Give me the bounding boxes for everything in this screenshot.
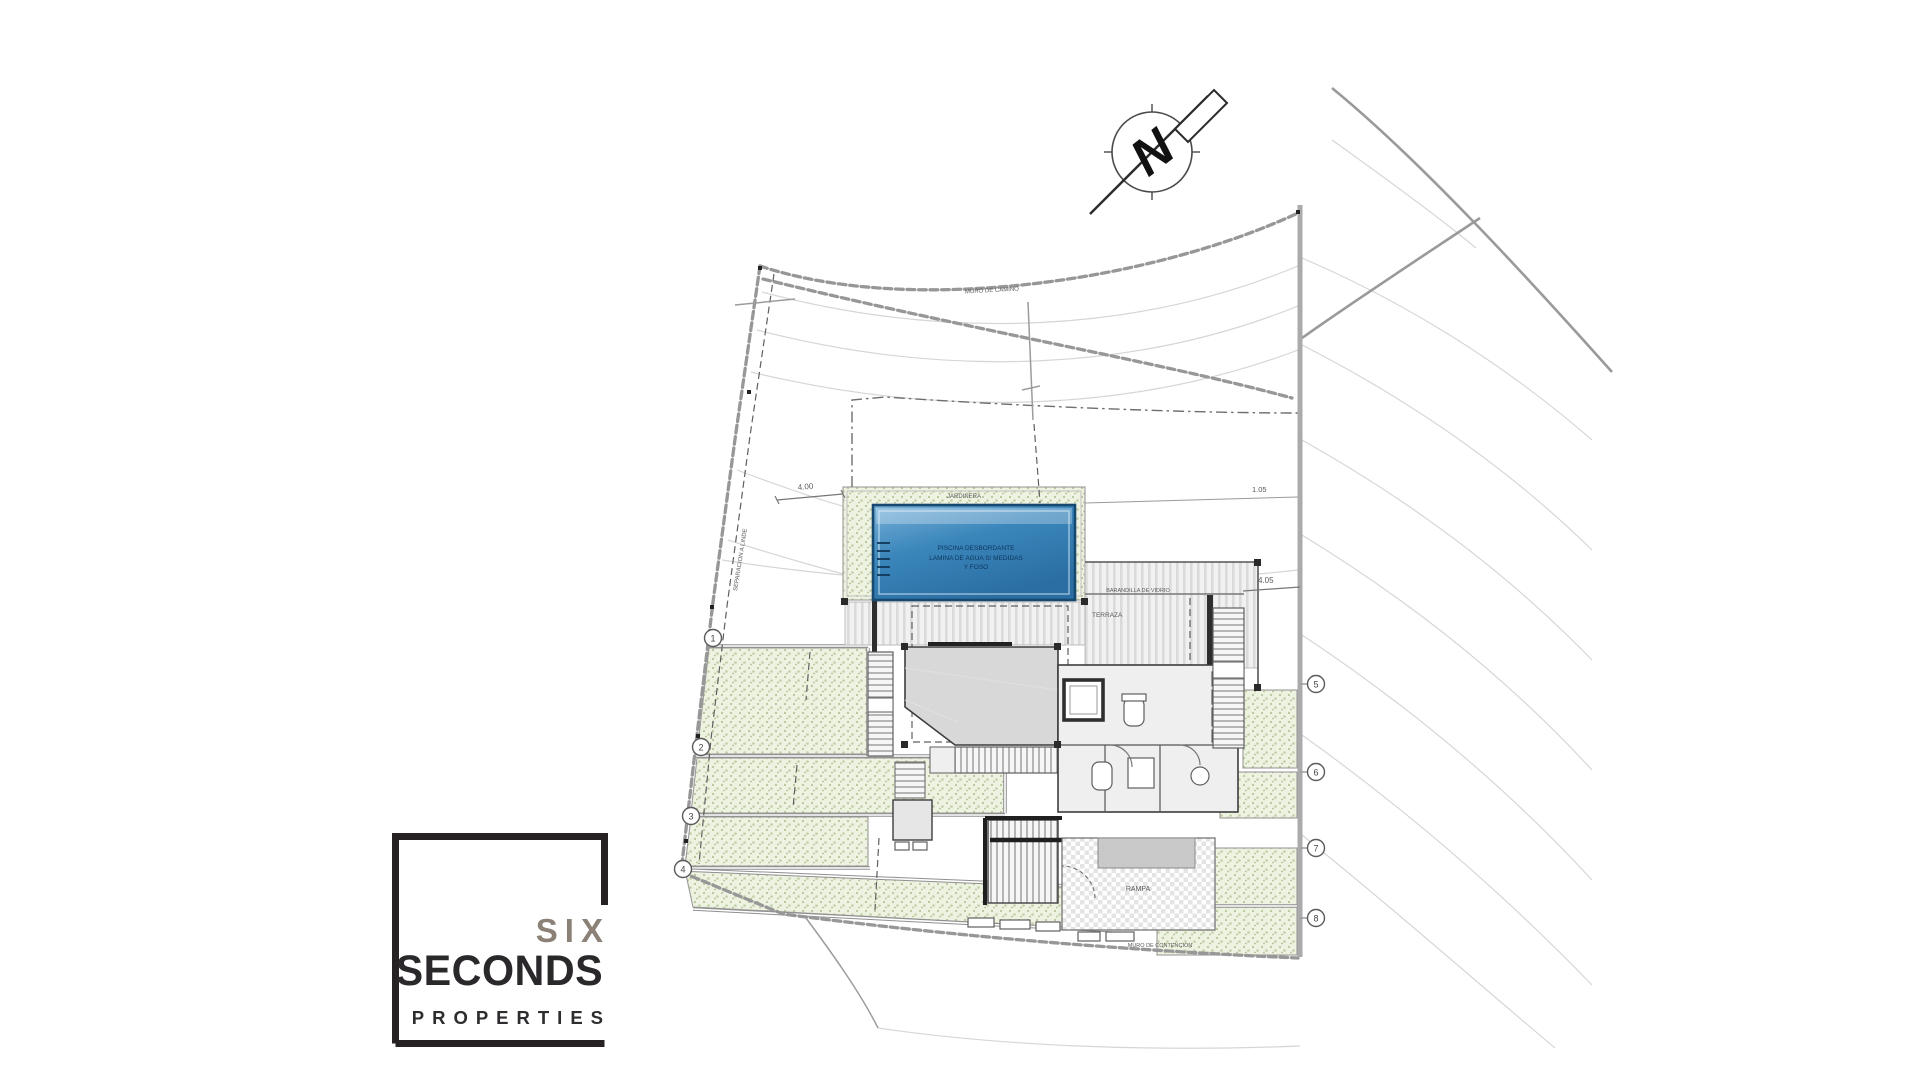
logo-text: SIX SECONDS PROPERTIES bbox=[387, 914, 603, 1027]
interior-stairs bbox=[954, 746, 1059, 774]
pool-ladder bbox=[877, 542, 890, 576]
label-rampa: RAMPA bbox=[1126, 886, 1151, 893]
annotations: 4.00 4.05 1.05 MURO DE CAMINO JARDINERA … bbox=[733, 287, 1301, 949]
label-terraza: TERRAZA bbox=[1092, 612, 1123, 619]
label-barandilla: BARANDILLA DE VIDRIO bbox=[1106, 588, 1170, 594]
columns bbox=[841, 559, 1261, 748]
marker-label: 6 bbox=[1313, 768, 1318, 778]
exterior-stairs bbox=[987, 819, 1059, 904]
pool-label-1: PISCINA DESBORDANTE bbox=[938, 545, 1016, 552]
main-room bbox=[904, 646, 1059, 746]
station-markers-right: 5 6 7 8 bbox=[1300, 674, 1326, 928]
basin bbox=[1190, 766, 1210, 786]
road-edge-curves bbox=[1301, 86, 1613, 373]
marker-label: 7 bbox=[1313, 844, 1318, 854]
marker-label: 5 bbox=[1313, 680, 1318, 690]
dim-400: 4.00 bbox=[797, 482, 814, 492]
north-arrow: N bbox=[1089, 88, 1229, 215]
logo-frame bbox=[392, 833, 608, 1047]
pool-label-3: Y FOSO bbox=[964, 564, 988, 571]
logo-word-six: SIX bbox=[535, 911, 610, 949]
label-jardinera: JARDINERA bbox=[947, 494, 981, 500]
shower bbox=[1127, 757, 1155, 789]
label-separacion: SEPARACION A LINDE bbox=[733, 528, 749, 591]
logo-word-seconds: SECONDS bbox=[395, 946, 603, 995]
logo-word-properties: PROPERTIES bbox=[411, 1006, 611, 1028]
north-arrow-flag bbox=[1173, 88, 1229, 144]
toilet bbox=[1123, 697, 1145, 727]
marker-label: 3 bbox=[688, 812, 693, 822]
survey-points bbox=[684, 210, 1300, 843]
label-muro-camino: MURO DE CAMINO bbox=[965, 287, 1020, 296]
marker-label: 1 bbox=[710, 634, 715, 644]
dim-405: 4.05 bbox=[1258, 576, 1274, 585]
boundary-walls bbox=[679, 205, 1303, 960]
dim-105: 1.05 bbox=[1252, 485, 1267, 494]
house bbox=[867, 580, 1245, 942]
infinity-pool: PISCINA DESBORDANTE LAMINA DE AGUA S/ ME… bbox=[871, 503, 1077, 602]
marker-label: 8 bbox=[1313, 914, 1318, 924]
marker-label: 4 bbox=[680, 865, 685, 875]
marker-label: 2 bbox=[698, 743, 703, 753]
station-markers-left: 1 2 3 4 bbox=[673, 628, 723, 879]
toilet bbox=[1091, 761, 1113, 791]
six-seconds-logo: SIX SECONDS PROPERTIES bbox=[392, 833, 608, 1047]
label-muro-contencion: MURO DE CONTENCION bbox=[1128, 943, 1193, 949]
pool-label-2: LAMINA DE AGUA S/ MEDIDAS bbox=[929, 555, 1023, 562]
